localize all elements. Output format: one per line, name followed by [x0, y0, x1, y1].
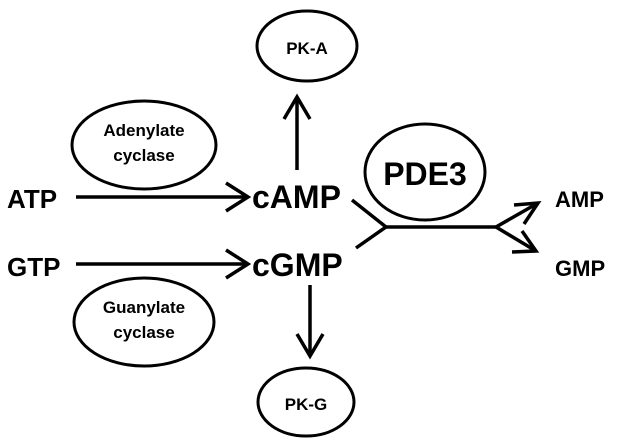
adenylate-cyclase-ellipse: [70, 99, 218, 191]
guanylate-cyclase-label-line1: Guanylate: [103, 298, 185, 317]
pde3-hydrolysis-arrow: [350, 198, 542, 254]
camp-label: cAMP: [252, 179, 341, 215]
camp-to-pka-arrow: [282, 93, 312, 170]
pka-ellipse: [255, 9, 359, 83]
gtp-to-cgmp-arrow: [76, 248, 252, 280]
atp-to-camp-arrow: [76, 181, 252, 213]
adenylate-cyclase-label-line1: Adenylate: [103, 121, 184, 140]
cgmp-label: cGMP: [252, 247, 343, 283]
pde3-label: PDE3: [383, 156, 467, 192]
atp-label: ATP: [7, 184, 57, 214]
adenylate-cyclase-label-line2: cyclase: [113, 146, 174, 165]
cgmp-to-pkg-arrow: [295, 285, 325, 360]
pka-label: PK-A: [286, 39, 328, 58]
amp-label: AMP: [555, 187, 604, 212]
pkg-ellipse: [256, 366, 356, 438]
gmp-label: GMP: [555, 256, 605, 281]
guanylate-cyclase-ellipse: [72, 276, 216, 368]
pkg-label: PK-G: [285, 395, 328, 414]
gtp-label: GTP: [7, 252, 60, 282]
guanylate-cyclase-label-line2: cyclase: [113, 323, 174, 342]
pde3-ellipse: [363, 122, 487, 222]
